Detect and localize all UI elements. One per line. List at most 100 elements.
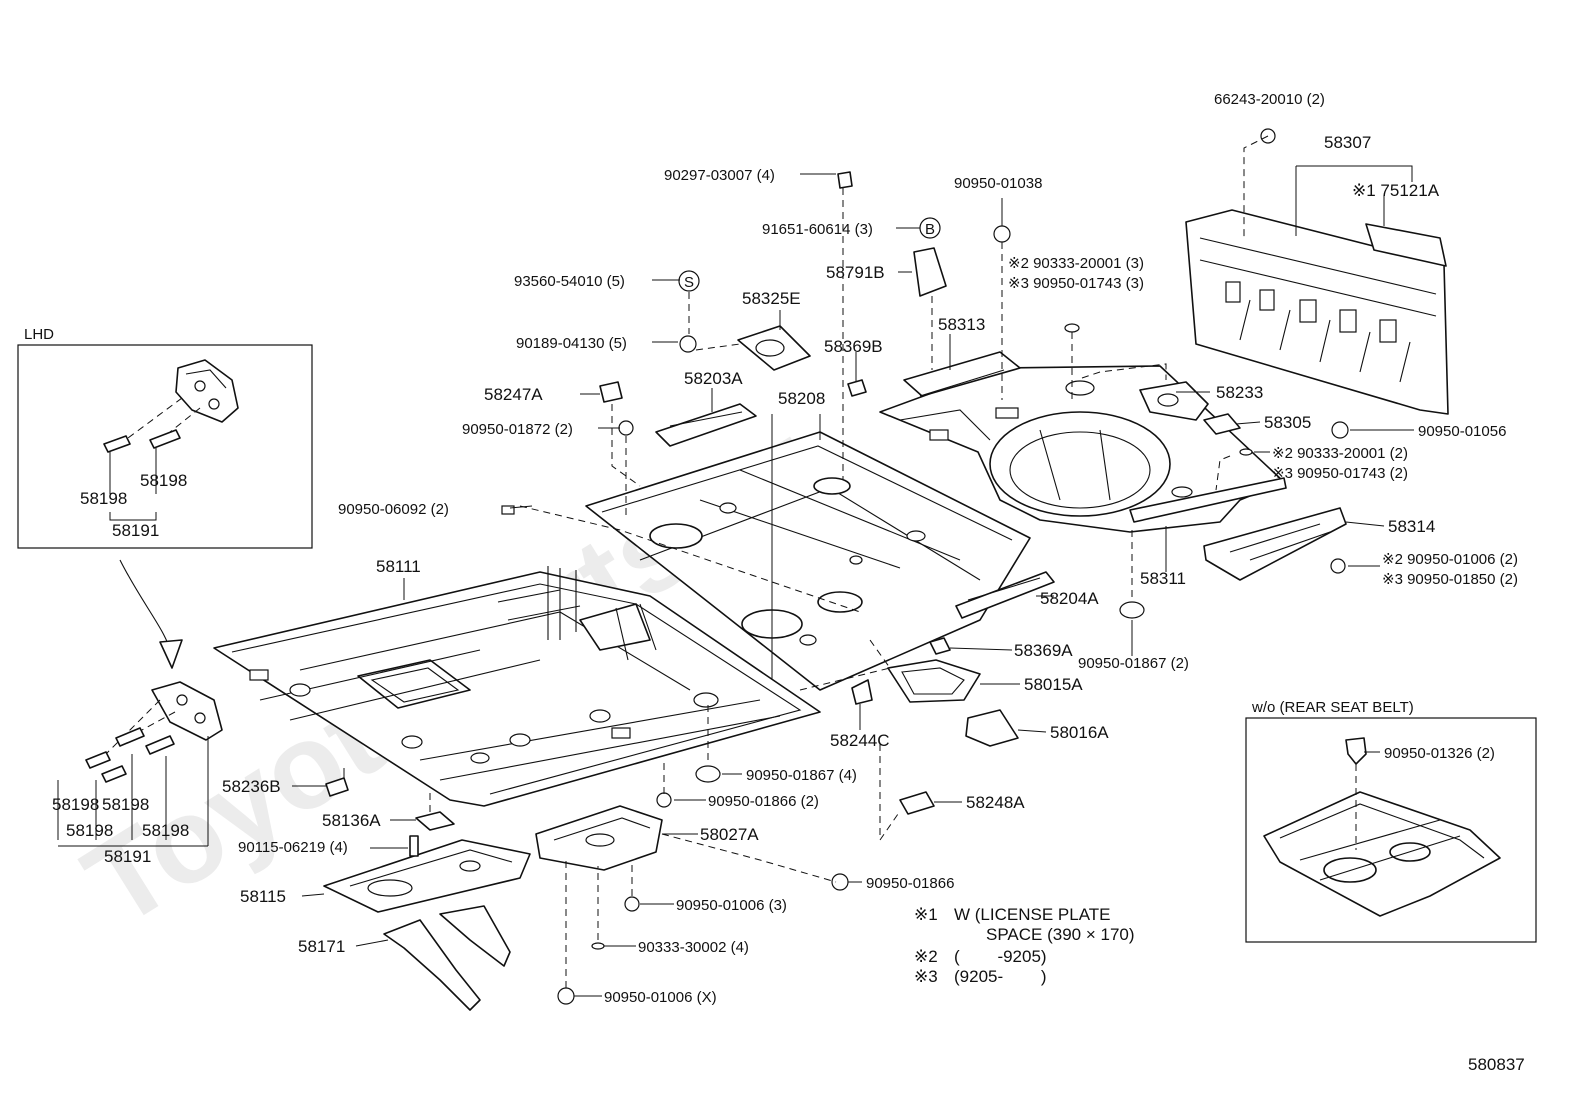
label-90950-01006-3: 90950-01006 (3) (676, 897, 787, 914)
label-90950-01038: 90950-01038 (954, 175, 1042, 192)
member-58204A (955, 571, 1055, 619)
label-58791B: 58791B (826, 263, 885, 282)
part-labels: 66243-20010 (2) 58307 ※1 75121A 90297-03… (222, 91, 1518, 1006)
label-90950-01743-2: ※3 90950-01743 (2) (1272, 465, 1408, 482)
label-90333-30002: 90333-30002 (4) (638, 939, 749, 956)
lhd-label-58198-b: 58198 (140, 471, 187, 490)
label-90950-01850: ※3 90950-01850 (2) (1382, 571, 1518, 588)
note3-text: (9205- ) (954, 967, 1047, 986)
label-90950-01006-x: 90950-01006 (X) (604, 989, 717, 1006)
bracket-58369B (847, 379, 867, 397)
label-58171: 58171 (298, 937, 345, 956)
label-90333-20001-3: ※2 90333-20001 (3) (1008, 255, 1144, 272)
label-90189-04130: 90189-04130 (5) (516, 335, 627, 352)
lhd-label-58198-a: 58198 (80, 489, 127, 508)
rear-seat-inset-box (1245, 717, 1537, 943)
label-58248A: 58248A (966, 793, 1025, 812)
cover-58016A (965, 709, 1019, 747)
label-90950-01867-4: 90950-01867 (4) (746, 767, 857, 784)
label-58325E: 58325E (742, 289, 801, 308)
center-floor-pan-58208 (585, 431, 1031, 691)
note1-line1: W (LICENSE PLATE (954, 905, 1111, 924)
note1-mark: ※1 (914, 905, 938, 924)
label-58204A: 58204A (1040, 589, 1099, 608)
crossmember-58115 (323, 839, 531, 913)
label-58016A: 58016A (1050, 723, 1109, 742)
lhd-label-58198-c: 58198 (52, 795, 99, 814)
label-90950-01872: 90950-01872 (2) (462, 421, 573, 438)
reinforcement-58314 (1203, 507, 1347, 581)
label-58307: 58307 (1324, 133, 1371, 152)
label-90950-01866-2: 90950-01866 (2) (708, 793, 819, 810)
label-90950-01867-2: 90950-01867 (2) (1078, 655, 1189, 672)
label-58311: 58311 (1140, 569, 1186, 588)
inset-arrow-line (119, 559, 171, 651)
note1-line2: SPACE (390 × 170) (986, 925, 1135, 944)
note2-text: ( -9205) (954, 947, 1047, 966)
circle-mark-s (678, 270, 700, 292)
lhd-label-58191-b: 58191 (104, 847, 151, 866)
label-58244C: 58244C (830, 731, 890, 750)
bracket-58791B (913, 247, 947, 297)
label-75121A: ※1 75121A (1352, 181, 1440, 200)
label-58313: 58313 (938, 315, 985, 334)
bracket-58369A (929, 637, 951, 655)
lhd-inset-box (17, 344, 313, 549)
mark-b-text: B (925, 221, 935, 238)
label-58369A: 58369A (1014, 641, 1073, 660)
rear-seat-inset-drawing (1263, 737, 1501, 917)
label-58314: 58314 (1388, 517, 1435, 536)
label-90950-01006-2: ※2 90950-01006 (2) (1382, 551, 1518, 568)
label-58115: 58115 (240, 887, 286, 906)
front-floor-pan-58111 (213, 566, 821, 807)
label-90115-06219: 90115-06219 (4) (238, 839, 348, 856)
lhd-inset-title: LHD (24, 326, 54, 343)
bracket-58247A (599, 381, 623, 403)
lhd-label-58191-a: 58191 (112, 521, 159, 540)
bracket-58171 (383, 905, 511, 1011)
lhd-bracket-drawing (103, 359, 239, 521)
bracket-58248A (899, 791, 935, 815)
label-58208: 58208 (778, 389, 825, 408)
inset-arrow-head (159, 639, 183, 669)
mark-s-text: S (684, 274, 694, 291)
label-91651-60614: 91651-60614 (3) (762, 221, 873, 238)
note2-mark: ※2 (914, 947, 938, 966)
label-58027A: 58027A (700, 825, 759, 844)
lhd-label-58198-d: 58198 (102, 795, 149, 814)
leader-lines (292, 135, 1414, 997)
note3-mark: ※3 (914, 967, 938, 986)
label-93560-54010: 93560-54010 (5) (514, 273, 625, 290)
label-58369B: 58369B (824, 337, 883, 356)
label-90297-03007: 90297-03007 (4) (664, 167, 775, 184)
label-90333-20001-2: ※2 90333-20001 (2) (1272, 445, 1408, 462)
rear-seat-inset-title: w/o (REAR SEAT BELT) (1251, 699, 1414, 716)
label-58233: 58233 (1216, 383, 1263, 402)
lhd-label-58198-f: 58198 (142, 821, 189, 840)
alt-bracket-drawing (57, 681, 223, 847)
label-66243-20010: 66243-20010 (2) (1214, 91, 1325, 108)
lhd-label-58198-e: 58198 (66, 821, 113, 840)
label-90950-01743-3: ※3 90950-01743 (3) (1008, 275, 1144, 292)
footnotes: ※1 W (LICENSE PLATE SPACE (390 × 170) ※2… (914, 905, 1135, 986)
label-90950-06092: 90950-06092 (2) (338, 501, 449, 518)
label-58247A: 58247A (484, 385, 543, 404)
label-58111: 58111 (376, 557, 421, 576)
bracket-58136A (415, 811, 455, 831)
label-58236B: 58236B (222, 777, 281, 796)
figure-code: 580837 (1468, 1055, 1525, 1074)
label-90950-01056: 90950-01056 (1418, 423, 1506, 440)
label-90950-01326: 90950-01326 (2) (1384, 745, 1495, 762)
label-58015A: 58015A (1024, 675, 1083, 694)
label-58203A: 58203A (684, 369, 743, 388)
crossmember-58027A (535, 805, 663, 871)
bracket-58305 (1203, 413, 1241, 435)
rear-panel-58307 (1185, 209, 1449, 415)
cover-58015A (887, 659, 981, 703)
label-58305: 58305 (1264, 413, 1311, 432)
label-90950-01866: 90950-01866 (866, 875, 954, 892)
label-58136A: 58136A (322, 811, 381, 830)
bracket-58236B (325, 777, 349, 797)
